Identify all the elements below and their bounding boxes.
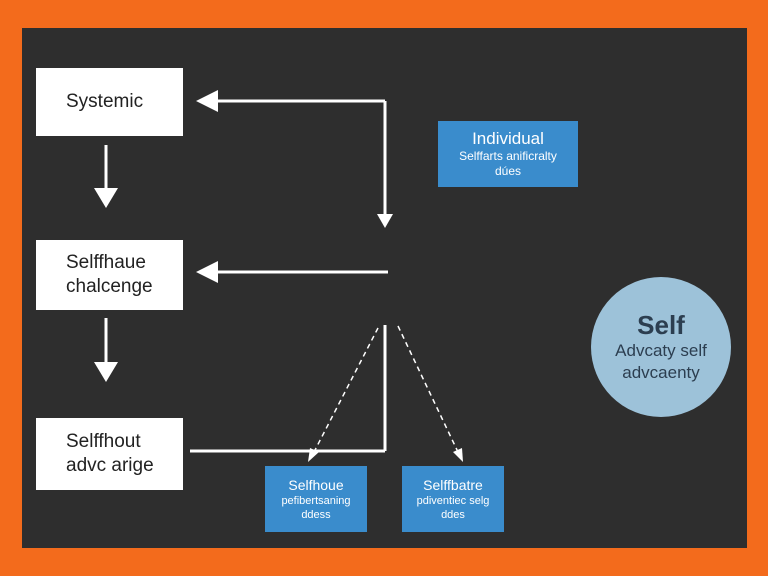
bottom-right-box: Selffbatre pdiventiec selg ddes — [402, 466, 504, 532]
bottom-right-box-title: Selffbatre — [423, 477, 483, 493]
bottom-left-box-line-1: pefibertsaning — [281, 495, 351, 507]
bottom-left-box-title: Selfhoue — [288, 477, 344, 493]
challenge-box: Selffhaue chalcenge — [36, 240, 183, 310]
challenge-box-line-2: chalcenge — [66, 276, 153, 297]
top-loop-connector — [196, 90, 393, 228]
self-circle: Self Advcaty self advcaenty — [591, 277, 731, 417]
advocacy-box: Selffhout advc arige — [36, 418, 183, 490]
advocacy-box-line-1: Selffhout — [66, 431, 141, 452]
individual-box-title: Individual — [472, 129, 544, 148]
individual-box-subtitle-1: Selffarts anificralty — [459, 149, 557, 163]
bottom-left-box-line-2: ddess — [301, 509, 331, 521]
middle-arrow-connector — [196, 261, 388, 283]
systemic-box-line-1: Systemic — [66, 91, 144, 112]
self-circle-line-2: advcaenty — [622, 363, 700, 382]
down-arrow-2 — [94, 318, 118, 382]
dashed-arrow-left — [308, 327, 379, 462]
down-arrow-1 — [94, 145, 118, 208]
individual-box: Individual Selffarts anificralty dúes — [438, 121, 578, 187]
advocacy-box-line-2: advc arige — [66, 455, 154, 476]
bottom-connector — [190, 325, 387, 453]
self-circle-title: Self — [637, 310, 685, 340]
bottom-right-box-line-1: pdiventiec selg — [416, 495, 490, 507]
bottom-left-box: Selfhoue pefibertsaning ddess — [265, 466, 367, 532]
individual-box-subtitle-2: dúes — [494, 164, 522, 178]
systemic-box: Systemic — [36, 68, 183, 136]
challenge-box-line-1: Selffhaue — [66, 252, 146, 273]
self-circle-line-1: Advcaty self — [615, 341, 707, 360]
bottom-right-box-line-2: ddes — [441, 509, 465, 521]
dashed-arrow-right — [397, 325, 463, 462]
